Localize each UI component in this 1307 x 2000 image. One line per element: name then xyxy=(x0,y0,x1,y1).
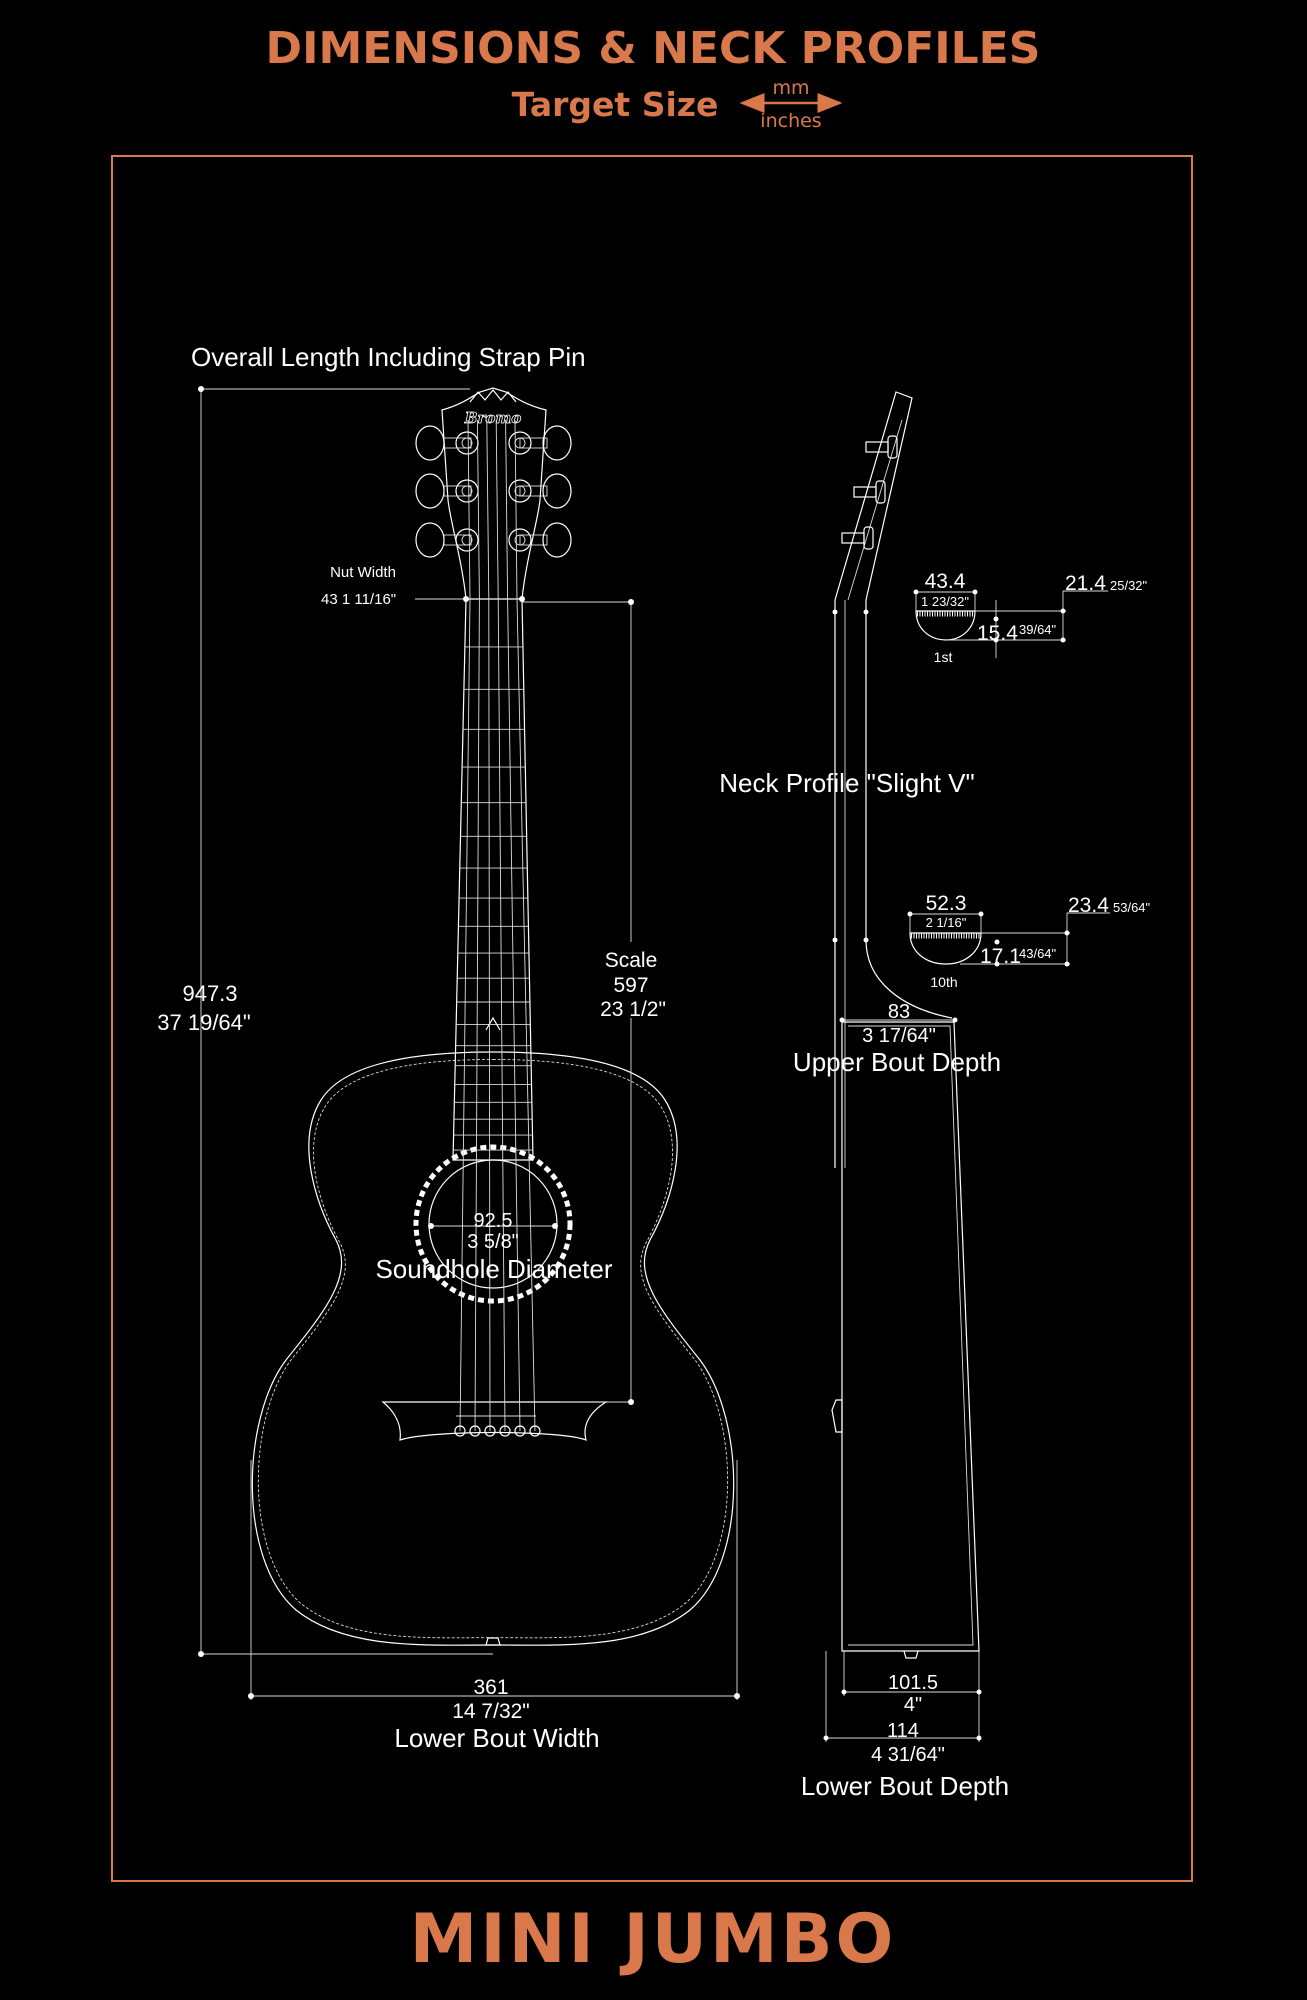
scale-inches: 23 1/2" xyxy=(600,998,666,1021)
page-title: DIMENSIONS & NECK PROFILES xyxy=(266,23,1041,74)
profile-position: 1st xyxy=(934,649,953,665)
lower-bout-depth-inches: 4 31/64" xyxy=(871,1744,945,1766)
lower-bout-back-inches: 4" xyxy=(904,1694,922,1716)
tuner-post xyxy=(455,431,479,455)
tuner-post xyxy=(508,479,532,503)
tuner-shaft xyxy=(519,534,548,546)
scale-label: Scale xyxy=(605,949,658,972)
profile-position: 10th xyxy=(930,974,957,990)
lower-bout-depth-label: Lower Bout Depth xyxy=(801,1771,1009,1801)
overall-length-inches: 37 19/64" xyxy=(157,1010,250,1035)
soundhole-label: Soundhole Diameter xyxy=(375,1254,612,1284)
tuner-post xyxy=(508,431,532,455)
target-size-label: Target Size xyxy=(512,85,719,124)
bridge xyxy=(381,1401,609,1441)
bridge-pin xyxy=(454,1425,466,1437)
tuner-post xyxy=(455,528,479,552)
body-outline xyxy=(251,1051,735,1646)
strings xyxy=(454,419,541,1437)
string xyxy=(497,598,506,1432)
tuner-shaft xyxy=(443,534,472,546)
rosette xyxy=(413,1144,573,1304)
tuner-shaft xyxy=(519,437,548,449)
bridge-pin xyxy=(529,1425,541,1437)
tuner-button xyxy=(415,425,445,461)
bridge-pin xyxy=(484,1425,496,1437)
tuner-button xyxy=(542,473,572,509)
diagram-frame xyxy=(111,155,1193,1882)
upper-bout-depth-mm: 83 xyxy=(888,1001,910,1023)
guitar-front-view: Overall Length Including Strap Pin 947.3… xyxy=(157,342,740,1753)
profile-total-inches: 53/64" xyxy=(1113,900,1151,915)
tuner-post-inner xyxy=(461,485,473,497)
headstock-outline xyxy=(441,387,547,600)
nut-width-value: 43 1 11/16" xyxy=(321,591,396,608)
tuner-button xyxy=(542,522,572,558)
scale-mm: 597 xyxy=(613,974,648,997)
profile-total-mm: 23.4 xyxy=(1068,894,1109,917)
string xyxy=(514,419,518,600)
upper-bout-depth-label: Upper Bout Depth xyxy=(793,1047,1001,1077)
profile-depth-inches: 39/64" xyxy=(1019,622,1057,637)
tuner-post-inner xyxy=(461,534,473,546)
string xyxy=(505,419,509,600)
tuner-shaft xyxy=(519,485,548,497)
brand-logo: Bromo xyxy=(464,409,521,427)
lower-bout-width-label: Lower Bout Width xyxy=(394,1723,599,1753)
neck-profile-10th: 52.3 2 1/16" 23.4 53/64" 17.1 43/64" 10t… xyxy=(907,892,1151,990)
profile-depth-mm: 17.1 xyxy=(980,945,1021,968)
tuner-button xyxy=(415,473,445,509)
lower-bout-depth-mm: 114 xyxy=(887,1720,919,1742)
upper-bout-depth-inches: 3 17/64" xyxy=(862,1025,936,1047)
neck-profile-label: Neck Profile "Slight V" xyxy=(719,768,974,798)
tuner-button xyxy=(542,425,572,461)
string xyxy=(474,598,480,1432)
soundhole-mm: 92.5 xyxy=(474,1210,513,1232)
neck-profile-1st: 43.4 1 23/32" 21.4 25/32" 15.4 39/64" 1s… xyxy=(913,570,1148,665)
lower-bout-width-inches: 14 7/32" xyxy=(452,1700,530,1723)
profile-width-mm: 43.4 xyxy=(925,570,966,593)
string xyxy=(476,419,480,600)
string xyxy=(467,419,471,600)
side-tuners xyxy=(841,435,898,550)
overall-length-label: Overall Length Including Strap Pin xyxy=(191,342,586,372)
tuner-button xyxy=(415,522,445,558)
string xyxy=(459,598,471,1432)
model-name: MINI JUMBO xyxy=(410,1900,897,1979)
overall-length-mm: 947.3 xyxy=(182,981,237,1006)
side-headstock xyxy=(834,391,913,601)
frets xyxy=(453,646,533,1151)
fretboard xyxy=(452,598,534,1161)
unit-inches-label: inches xyxy=(760,110,821,132)
tuner-post xyxy=(508,528,532,552)
bridge-pin xyxy=(499,1425,511,1437)
soundhole-inches: 3 5/8" xyxy=(467,1231,519,1253)
profile-depth-mm: 15.4 xyxy=(977,622,1018,645)
profile-width-inches: 2 1/16" xyxy=(926,915,967,930)
lower-bout-width-mm: 361 xyxy=(473,1676,508,1699)
bridge-pin xyxy=(469,1425,481,1437)
tuners xyxy=(415,425,572,558)
profile-total-inches: 25/32" xyxy=(1110,578,1148,593)
string xyxy=(488,598,491,1432)
profile-width-mm: 52.3 xyxy=(926,892,967,915)
tuner-post xyxy=(455,479,479,503)
bridge-pin xyxy=(514,1425,526,1437)
string xyxy=(495,419,499,600)
guitar-side-view: Neck Profile "Slight V" 43.4 1 23/32" 21… xyxy=(719,391,1151,1801)
string xyxy=(507,598,521,1432)
profile-depth-inches: 43/64" xyxy=(1019,946,1057,961)
profile-total-mm: 21.4 xyxy=(1065,572,1106,595)
nut-width-label: Nut Width xyxy=(330,564,396,581)
strap-pin xyxy=(485,1637,501,1646)
tuner-post-inner xyxy=(461,437,473,449)
profile-width-inches: 1 23/32" xyxy=(921,594,969,609)
side-body xyxy=(841,1021,980,1652)
lower-bout-back-mm: 101.5 xyxy=(888,1672,938,1694)
string xyxy=(516,598,536,1432)
unit-mm-label: mm xyxy=(772,77,809,99)
tuner-shaft xyxy=(443,437,472,449)
string xyxy=(486,419,490,600)
